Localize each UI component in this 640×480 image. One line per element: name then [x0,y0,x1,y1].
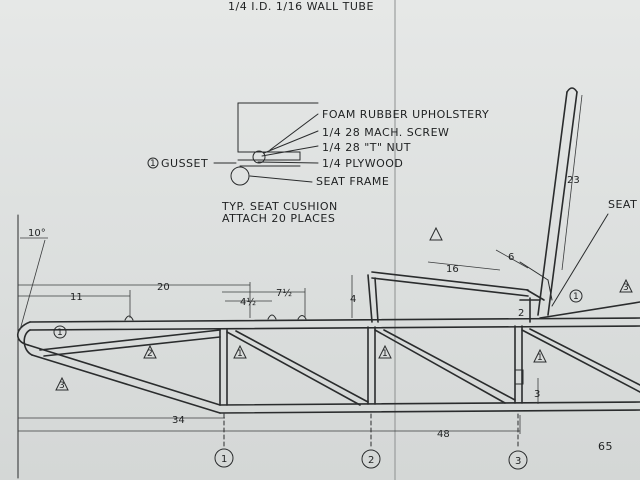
triangle-marker-icon [533,348,547,363]
station-circle-icon [361,449,381,469]
station-3: 3 [515,456,521,467]
tri-marker-1b: 1 [382,349,388,359]
dim-23: 23 [567,175,580,186]
dim-7-5: 7½ [276,287,292,299]
triangle-marker-icon [233,344,247,359]
dim-3: 3 [534,389,540,400]
header-title: 1/4 I.D. 1/16 WALL TUBE [228,0,374,13]
gusset-label: GUSSET [161,157,208,170]
dimension-lines: 10° 20 11 7½ 4½ 4 16 6 23 2 3 34 [18,94,583,440]
chassis-frame [16,301,640,414]
dim-4: 4 [350,294,356,305]
station-markers: 1 2 3 [214,413,528,470]
dim-34: 34 [172,415,185,426]
tri-marker-3a: 3 [59,381,65,391]
tri-marker-1a: 1 [237,349,243,359]
gusset-circle-1b: 1 [573,292,579,302]
weld-markers: 2 1 1 1 3 3 [55,226,633,391]
cushion-caption-2: ATTACH 20 PLACES [222,212,335,225]
triangle-marker-icon [143,344,157,359]
dim-20: 20 [157,282,170,293]
gusset-circle-1a: 1 [57,328,63,338]
seat-frame [367,87,578,323]
triangle-marker-icon [378,344,392,359]
triangle-marker-icon [619,278,633,293]
gusset-marker-number: 1 [150,159,156,169]
dim-6: 6 [508,252,514,263]
tri-marker-1c: 1 [537,353,543,363]
page-number: 65 [598,440,613,453]
triangle-marker-icon [55,376,69,391]
tri-marker-2: 2 [147,349,153,359]
gusset-circle-icon [53,325,67,339]
dim-11: 11 [70,292,83,303]
station-circle-icon [508,450,528,470]
cushion-caption-1: TYP. SEAT CUSHION [221,200,338,213]
dim-4-5: 4½ [240,296,256,308]
station-circle-icon [214,448,234,468]
station-1: 1 [221,454,227,465]
seat-cushion-detail: FOAM RUBBER UPHOLSTERY 1/4 28 MACH. SCRE… [147,102,489,225]
callout-tnut: 1/4 28 "T" NUT [322,141,411,154]
dim-48: 48 [437,429,450,440]
dim-16: 16 [446,264,459,275]
callout-foam: FOAM RUBBER UPHOLSTERY [322,108,489,121]
dim-angle: 10° [28,228,46,239]
callout-seat-frame: SEAT FRAME [316,175,389,188]
station-2: 2 [368,455,374,466]
gusset-circle-icon [569,289,583,303]
tri-marker-3b: 3 [623,283,629,293]
gusset-marker-icon [147,157,159,169]
dim-2: 2 [518,308,524,319]
callout-plywood: 1/4 PLYWOOD [322,157,403,170]
callout-screw: 1/4 28 MACH. SCREW [322,126,449,139]
triangle-marker-icon [429,226,443,241]
seat-right-label: SEAT [608,198,637,211]
